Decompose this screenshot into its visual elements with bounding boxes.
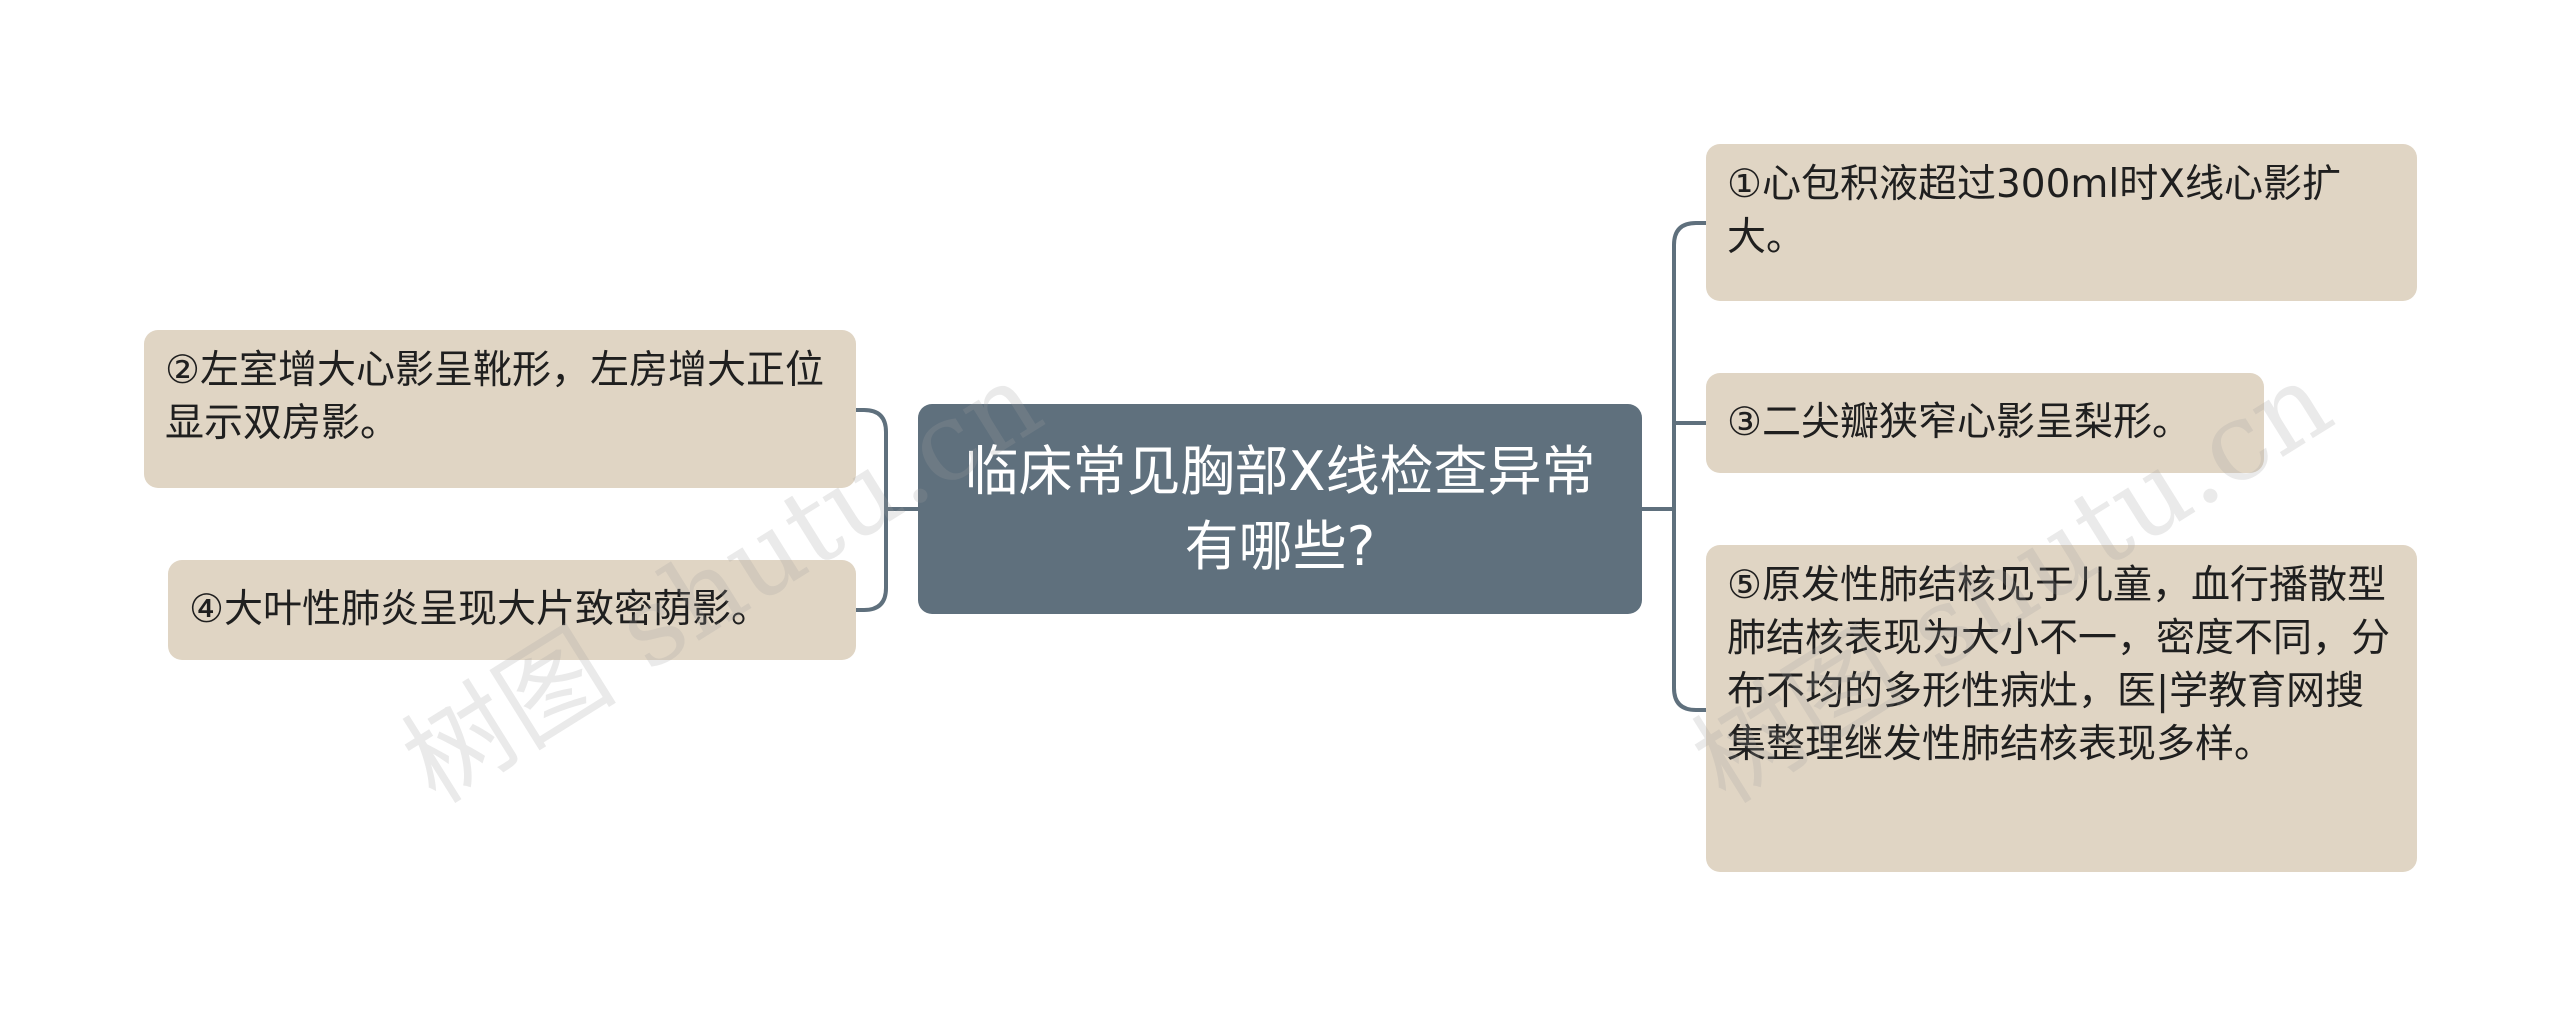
- connector-right-3: [1672, 421, 1708, 511]
- topic-node-4[interactable]: ④大叶性肺炎呈现大片致密荫影。: [168, 560, 856, 660]
- central-topic-text: 临床常见胸部X线检查异常有哪些?: [964, 440, 1596, 578]
- connector-left-2: [854, 408, 888, 511]
- topic-node-2-text: ②左室增大心影呈靴形，左房增大正位显示双房影。: [165, 348, 824, 446]
- topic-node-3[interactable]: ③二尖瓣狭窄心影呈梨形。: [1706, 373, 2264, 473]
- central-topic[interactable]: 临床常见胸部X线检查异常有哪些?: [918, 404, 1642, 614]
- connector-right-5: [1672, 507, 1708, 712]
- connector-left-4: [854, 507, 888, 612]
- topic-node-5[interactable]: ⑤原发性肺结核见于儿童，血行播散型肺结核表现为大小不一，密度不同，分布不均的多形…: [1706, 545, 2417, 872]
- topic-node-2[interactable]: ②左室增大心影呈靴形，左房增大正位显示双房影。: [144, 330, 856, 488]
- topic-node-1-text: ①心包积液超过300ml时X线心影扩大。: [1727, 162, 2341, 260]
- topic-node-1[interactable]: ①心包积液超过300ml时X线心影扩大。: [1706, 144, 2417, 301]
- connector-right-1: [1672, 221, 1708, 511]
- topic-node-5-text: ⑤原发性肺结核见于儿童，血行播散型肺结核表现为大小不一，密度不同，分布不均的多形…: [1727, 563, 2391, 767]
- topic-node-4-text: ④大叶性肺炎呈现大片致密荫影。: [189, 587, 770, 632]
- topic-node-3-text: ③二尖瓣狭窄心影呈梨形。: [1727, 400, 2191, 445]
